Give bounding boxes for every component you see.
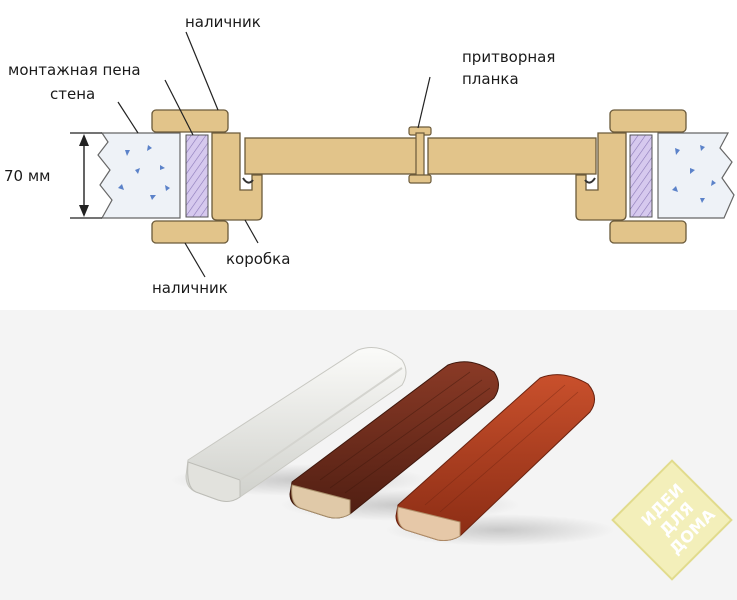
leader-montazh-pena (164, 79, 194, 136)
watermark-diamond (611, 459, 733, 581)
dimension-arrow-down (79, 205, 89, 217)
leader-stena (117, 101, 139, 134)
label-pritvornaya-line1: притворная (462, 48, 555, 66)
left-mounting-foam (185, 134, 209, 218)
left-top-casing (151, 109, 229, 133)
right-assembly (575, 109, 735, 244)
dimension-70mm (70, 132, 102, 219)
label-nalichnik-top: наличник (185, 13, 261, 31)
dimension-arrow-up (79, 134, 89, 146)
leader-nalichnik-top (185, 31, 219, 111)
door-leaf-left (244, 137, 418, 175)
left-door-frame (211, 132, 263, 221)
astragal-bottom (408, 174, 432, 184)
watermark-logo: ИДЕИ ДЛЯ ДОМА (611, 459, 733, 581)
leader-pritvornaya (417, 76, 431, 129)
label-montazh-pena: монтажная пена (8, 61, 141, 79)
left-seal (242, 177, 254, 184)
right-wall-aggregate (672, 145, 716, 203)
label-pritvornaya-line2: планка (462, 70, 519, 88)
left-assembly (97, 109, 263, 244)
astragal-stem (415, 132, 425, 178)
trim-sample-red (395, 374, 595, 541)
right-bottom-casing (609, 220, 687, 244)
left-bottom-casing (151, 220, 229, 244)
trim-sample-dark (289, 361, 499, 519)
door-leaf-right (427, 137, 597, 175)
left-wall (97, 132, 181, 219)
right-door-frame (575, 132, 627, 221)
label-dimension: 70 мм (4, 167, 51, 185)
leader-nalichnik-bottom (184, 242, 206, 278)
label-stena: стена (50, 85, 95, 103)
right-wall (657, 132, 735, 219)
right-mounting-foam (629, 134, 653, 218)
trim-samples (170, 347, 615, 546)
left-wall-aggregate (118, 145, 170, 200)
trim-sample-white (185, 347, 407, 502)
leader-lines (117, 31, 431, 278)
label-nalichnik-bottom: наличник (152, 279, 228, 297)
label-korobka: коробка (226, 250, 290, 268)
leader-korobka (244, 219, 259, 244)
right-seal (584, 177, 596, 184)
right-top-casing (609, 109, 687, 133)
door-leaf (244, 126, 597, 184)
